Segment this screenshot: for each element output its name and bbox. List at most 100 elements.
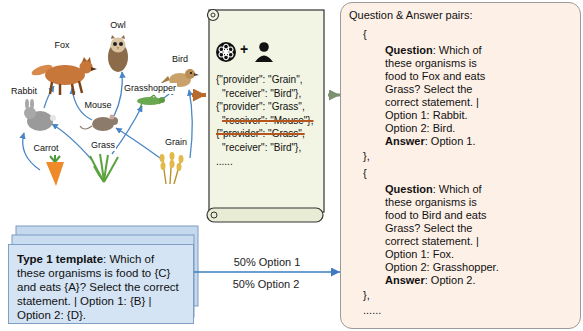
qa-text: ...... xyxy=(363,304,381,316)
grain-figure xyxy=(160,152,184,184)
template-text: Type 1 template: Which of these organism… xyxy=(17,252,185,322)
mouse-figure xyxy=(80,126,92,129)
grass-figure xyxy=(90,154,118,182)
qa-text: Option 1: Rabbit. xyxy=(385,109,468,121)
organism-label: Carrot xyxy=(32,143,59,154)
openai-logo xyxy=(216,42,236,62)
organism-label: Owl xyxy=(109,20,127,31)
grain-figure xyxy=(170,152,175,160)
carrot-figure xyxy=(50,156,55,162)
grasshopper-figure xyxy=(137,95,165,108)
grain-figure xyxy=(179,155,184,163)
qa-text: Option 2: Bird. xyxy=(385,122,455,134)
grass-figure xyxy=(104,157,118,182)
organism-label: Rabbit xyxy=(10,86,38,97)
mouse-figure xyxy=(110,115,115,120)
scroll-body xyxy=(209,10,324,212)
grasshopper-figure xyxy=(159,97,165,103)
qa-text: Question & Answer pairs: xyxy=(349,9,473,21)
field-heading: Answer xyxy=(385,135,425,147)
organism-label: Bird xyxy=(171,54,189,65)
fox-figure xyxy=(30,57,97,95)
food-web-arrows xyxy=(114,72,122,116)
edge-label: 50% Option 1 xyxy=(232,256,303,269)
food-web-arrows xyxy=(52,124,92,160)
text-line: Answer: Option 2. xyxy=(385,274,572,287)
grasshopper-figure xyxy=(137,97,163,105)
rabbit-figure xyxy=(24,99,56,131)
flow-arrow xyxy=(194,271,340,273)
rabbit-figure xyxy=(25,99,29,109)
organism-label: Grasshopper xyxy=(123,83,177,94)
qa-text: Option 1: Fox. xyxy=(385,248,454,260)
probability-label: 50% Option 2 xyxy=(231,278,302,291)
qa-text: }, xyxy=(363,150,370,162)
carrot-figure xyxy=(46,155,64,186)
text-line: Question & Answer pairs: xyxy=(349,9,572,22)
organism-label: Grain xyxy=(164,137,188,148)
grain-figure xyxy=(177,163,182,171)
fox-figure xyxy=(82,57,91,63)
carrot-figure xyxy=(55,156,60,162)
carrot-figure xyxy=(46,162,64,186)
owl-figure xyxy=(108,35,128,72)
food-web-arrows xyxy=(189,90,192,158)
food-web-arrows xyxy=(112,106,142,154)
food-web-arrows xyxy=(116,128,160,158)
text-line: ...... xyxy=(363,304,572,317)
owl-figure xyxy=(117,47,119,50)
fox-figure xyxy=(72,84,74,95)
organism-label: Mouse xyxy=(83,100,112,111)
carrot-figure xyxy=(50,155,60,162)
template-page: Type 1 template: Which of these organism… xyxy=(8,244,194,324)
organism-label: Grass xyxy=(90,140,116,151)
json-record-line: {"provider": "Grain", xyxy=(216,74,302,86)
person-icon xyxy=(255,42,273,62)
grain-figure xyxy=(160,152,184,171)
owl-figure xyxy=(119,42,123,46)
grain-figure xyxy=(161,162,166,170)
text-line: { xyxy=(363,28,572,41)
qa-text: : Option 1. xyxy=(425,135,476,147)
text-line: Option 1: Rabbit. xyxy=(385,109,572,122)
json-record-line: "receiver": "Bird"}, xyxy=(222,88,301,100)
food-web-panel: Fox OwlBirdRabbitMouse GrasshopperCarrot Gr… xyxy=(4,12,192,188)
rabbit-figure xyxy=(24,107,36,119)
json-record-line: "receiver": "Bird"}, xyxy=(222,142,301,154)
json-record-line: ...... xyxy=(216,156,233,168)
rabbit-figure xyxy=(50,115,56,121)
qa-text: { xyxy=(363,28,367,40)
text-line: Option 1: Fox. xyxy=(385,248,572,261)
plus-sign: + xyxy=(240,43,248,55)
template-heading: Type 1 template xyxy=(17,253,103,265)
qa-text: Option 2: Grasshopper. xyxy=(385,261,499,273)
flow-arrow xyxy=(328,94,340,97)
scroll-curl xyxy=(208,10,219,21)
fox-figure xyxy=(59,84,62,95)
json-record-line: "receiver": "Mouse"}, xyxy=(222,115,313,127)
qa-text: { xyxy=(363,167,367,179)
grass-figure xyxy=(94,166,104,182)
json-record-line: {"provider": "Grass", xyxy=(216,101,305,113)
fox-figure xyxy=(50,81,82,95)
json-record-line: {"provider": "Grass", xyxy=(216,128,305,140)
qa-text: }, xyxy=(363,289,370,301)
owl-figure xyxy=(111,35,125,39)
grain-figure xyxy=(160,154,165,162)
flow-arrow xyxy=(192,93,206,97)
scroll-roll xyxy=(211,212,217,218)
text-line: Question: Which of these organisms is fo… xyxy=(385,44,497,109)
field-heading: Question xyxy=(385,183,433,195)
organism-label: Fox xyxy=(53,40,70,51)
food-web-arrows xyxy=(44,86,54,108)
text-line: Option 2: Grasshopper. xyxy=(385,261,572,274)
text-line: { xyxy=(363,167,572,180)
fox-figure xyxy=(79,81,82,93)
field-heading: Question xyxy=(385,44,433,56)
bird-figure xyxy=(185,69,195,79)
owl-figure xyxy=(111,38,126,53)
text-line: Answer: Option 1. xyxy=(385,135,572,148)
mouse-figure xyxy=(80,115,118,132)
qa-panel: Question & Answer pairs: { Question: Which… xyxy=(340,2,581,329)
